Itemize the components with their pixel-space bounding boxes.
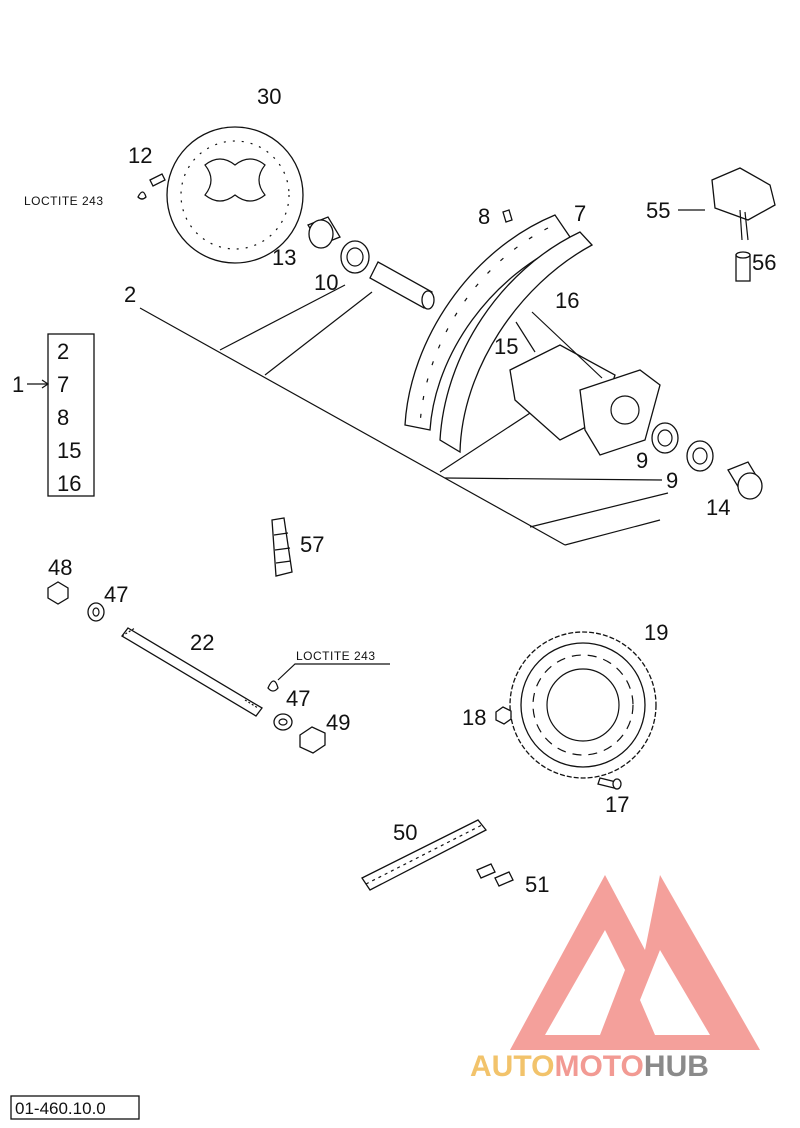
axle-22 [121, 627, 263, 717]
callout-22: 22 [190, 630, 214, 655]
group-item-7: 7 [57, 372, 69, 397]
callout-47-top: 47 [104, 582, 128, 607]
callout-50: 50 [393, 820, 417, 845]
adapter-56 [735, 251, 751, 282]
callout-17: 17 [605, 792, 629, 817]
drawing-code-box [10, 1095, 140, 1120]
loctite-drop [267, 680, 279, 692]
callout-47-bottom: 47 [286, 686, 310, 711]
rim [404, 214, 594, 454]
watermark-triangle-icon [510, 875, 760, 1050]
callout-57: 57 [300, 532, 324, 557]
screw-12 [137, 173, 166, 200]
spacer-13 [307, 216, 341, 249]
callout-51: 51 [525, 872, 549, 897]
callout-2: 2 [124, 282, 136, 307]
watermark-logo [510, 875, 760, 1050]
callout-8: 8 [478, 204, 490, 229]
assembly-lines [139, 284, 669, 546]
callout-15: 15 [494, 334, 518, 359]
spacer-tube [369, 261, 435, 310]
sprocket-19 [509, 631, 657, 779]
callout-9-upper: 9 [636, 448, 648, 473]
spacer-14 [727, 461, 763, 500]
bearing-left [340, 240, 370, 274]
group-label: 1 [12, 372, 24, 397]
loctite-note-mid: LOCTITE 243 [296, 649, 376, 663]
washer-47a [87, 602, 105, 622]
callout-10: 10 [314, 270, 338, 295]
callout-13: 13 [272, 245, 296, 270]
nut-18 [495, 706, 512, 725]
callout-48: 48 [48, 555, 72, 580]
drawing-code: 01-460.10.0 [15, 1099, 106, 1118]
callout-16: 16 [555, 288, 579, 313]
grease-tube-57 [271, 517, 293, 577]
callout-9-lower: 9 [666, 468, 678, 493]
spoke-nipple-8 [502, 209, 513, 223]
callout-49: 49 [326, 710, 350, 735]
bearing-9a [651, 422, 679, 454]
group-item-8: 8 [57, 405, 69, 430]
group-item-16: 16 [57, 471, 81, 496]
watermark-auto: AUTO [470, 1050, 554, 1083]
axle-nut-48 [47, 581, 69, 605]
watermark-hub: HUB [644, 1050, 709, 1083]
watermark-moto: MOTO [554, 1050, 643, 1083]
callout-19: 19 [644, 620, 668, 645]
group-box [27, 333, 95, 497]
callout-56: 56 [752, 250, 776, 275]
brake-disc [166, 126, 304, 264]
callout-7: 7 [574, 201, 586, 226]
washer-47b [273, 713, 293, 731]
callout-55: 55 [646, 198, 670, 223]
master-link-51 [476, 863, 514, 887]
callout-30: 30 [257, 84, 281, 109]
spoke-wrench-55 [711, 167, 776, 241]
nut-49 [299, 726, 326, 754]
group-item-2: 2 [57, 339, 69, 364]
wheel-hub [509, 311, 661, 456]
group-item-15: 15 [57, 438, 81, 463]
bearing-9b [686, 440, 714, 472]
callout-18: 18 [462, 705, 486, 730]
callout-12: 12 [128, 143, 152, 168]
callout-14: 14 [706, 495, 730, 520]
chain-50 [361, 819, 488, 891]
loctite-note-top: LOCTITE 243 [24, 194, 104, 208]
bolt-17 [597, 777, 622, 790]
svg-text:AUTOMOTOHUB: AUTOMOTOHUB [470, 1050, 709, 1083]
